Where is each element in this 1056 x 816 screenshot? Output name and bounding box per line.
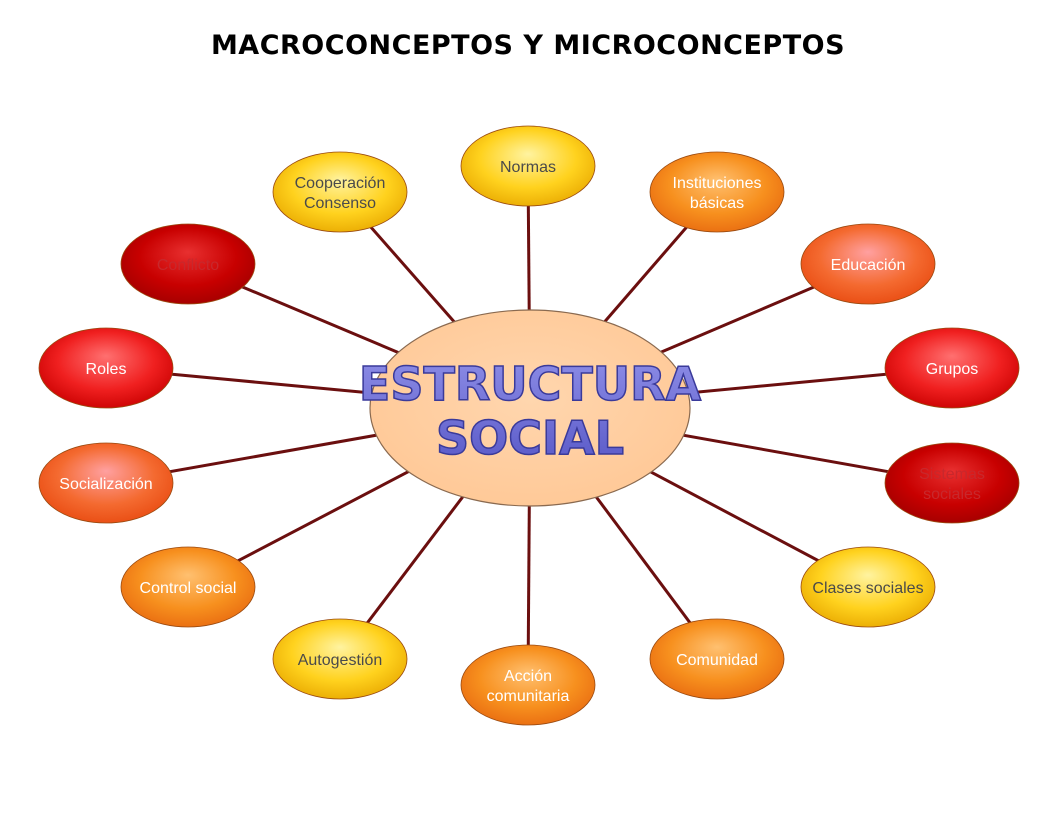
concept-label: Socialización (59, 476, 152, 493)
concept-node-control-social: Control social (120, 546, 256, 628)
concept-node-socializacion: Socialización (38, 442, 174, 524)
concept-label-line: Clases sociales (812, 580, 923, 597)
page-title: MACROCONCEPTOS Y MICROCONCEPTOS (210, 30, 846, 61)
concept-label-line: Educación (831, 257, 906, 274)
concept-label: Autogestión (298, 652, 383, 669)
concept-label-line: Comunidad (676, 652, 758, 669)
concept-ellipse (38, 442, 174, 524)
concept-label: Grupos (926, 361, 978, 378)
concept-ellipse (884, 442, 1020, 524)
concept-ellipse (460, 644, 596, 726)
concept-label-line: Sistemas (919, 466, 985, 483)
center-label-line: ESTRUCTURA (359, 357, 702, 411)
concept-label-line: Grupos (926, 361, 978, 378)
concept-label-line: Roles (86, 361, 127, 378)
concept-ellipse (884, 327, 1020, 409)
concept-label-line: Control social (140, 580, 237, 597)
concept-label-line: comunitaria (487, 688, 570, 705)
concept-label: Comunidad (676, 652, 758, 669)
concept-node-educacion: Educación (800, 223, 936, 305)
concept-node-comunidad: Comunidad (649, 618, 785, 700)
concept-label-line: Socialización (59, 476, 152, 493)
concept-node-instituciones-basicas: Instituciones básicas (649, 151, 785, 233)
concept-label: Instituciones básicas (673, 175, 762, 212)
concept-label-line: Consenso (304, 195, 376, 212)
concept-node-conflicto: Conflicto (120, 223, 256, 305)
concept-ellipse (460, 125, 596, 207)
concept-ellipse (800, 546, 936, 628)
concept-ellipse (649, 618, 785, 700)
concept-ellipse (800, 223, 936, 305)
concept-ellipse (120, 546, 256, 628)
concept-node-clases-sociales: Clases sociales (800, 546, 936, 628)
concept-label: Educación (831, 257, 906, 274)
center-label-line: SOCIAL (436, 411, 624, 465)
concept-node-grupos: Grupos (884, 327, 1020, 409)
concept-label-line: Cooperación (295, 175, 386, 192)
concept-ellipse (272, 618, 408, 700)
concept-label: Acción comunitaria (487, 668, 570, 705)
concept-label: Clases sociales (812, 580, 923, 597)
concept-label-line: básicas (690, 195, 744, 212)
concept-label-line: Instituciones (673, 175, 762, 192)
concept-label-line: Autogestión (298, 652, 383, 669)
concept-node-autogestion: Autogestión (272, 618, 408, 700)
concept-ellipse (38, 327, 174, 409)
concept-node-accion-comunitaria: Acción comunitaria (460, 644, 596, 726)
concept-ellipse (649, 151, 785, 233)
concept-label: Normas (500, 159, 556, 176)
concept-ellipse (120, 223, 256, 305)
concept-label: Sistemas sociales (919, 466, 985, 503)
concept-label-line: sociales (923, 486, 981, 503)
center-ellipse (369, 309, 691, 507)
concept-node-roles: Roles (38, 327, 174, 409)
concept-node-sistemas-sociales: Sistemas sociales (884, 442, 1020, 524)
concept-label-line: Conflicto (157, 257, 219, 274)
concept-label-line: Acción (504, 668, 552, 685)
concept-node-normas: Normas (460, 125, 596, 207)
concept-label: Roles (86, 361, 127, 378)
concept-ellipse (272, 151, 408, 233)
concept-label: Control social (140, 580, 237, 597)
concept-label: Conflicto (157, 257, 219, 274)
concept-label-line: Normas (500, 159, 556, 176)
